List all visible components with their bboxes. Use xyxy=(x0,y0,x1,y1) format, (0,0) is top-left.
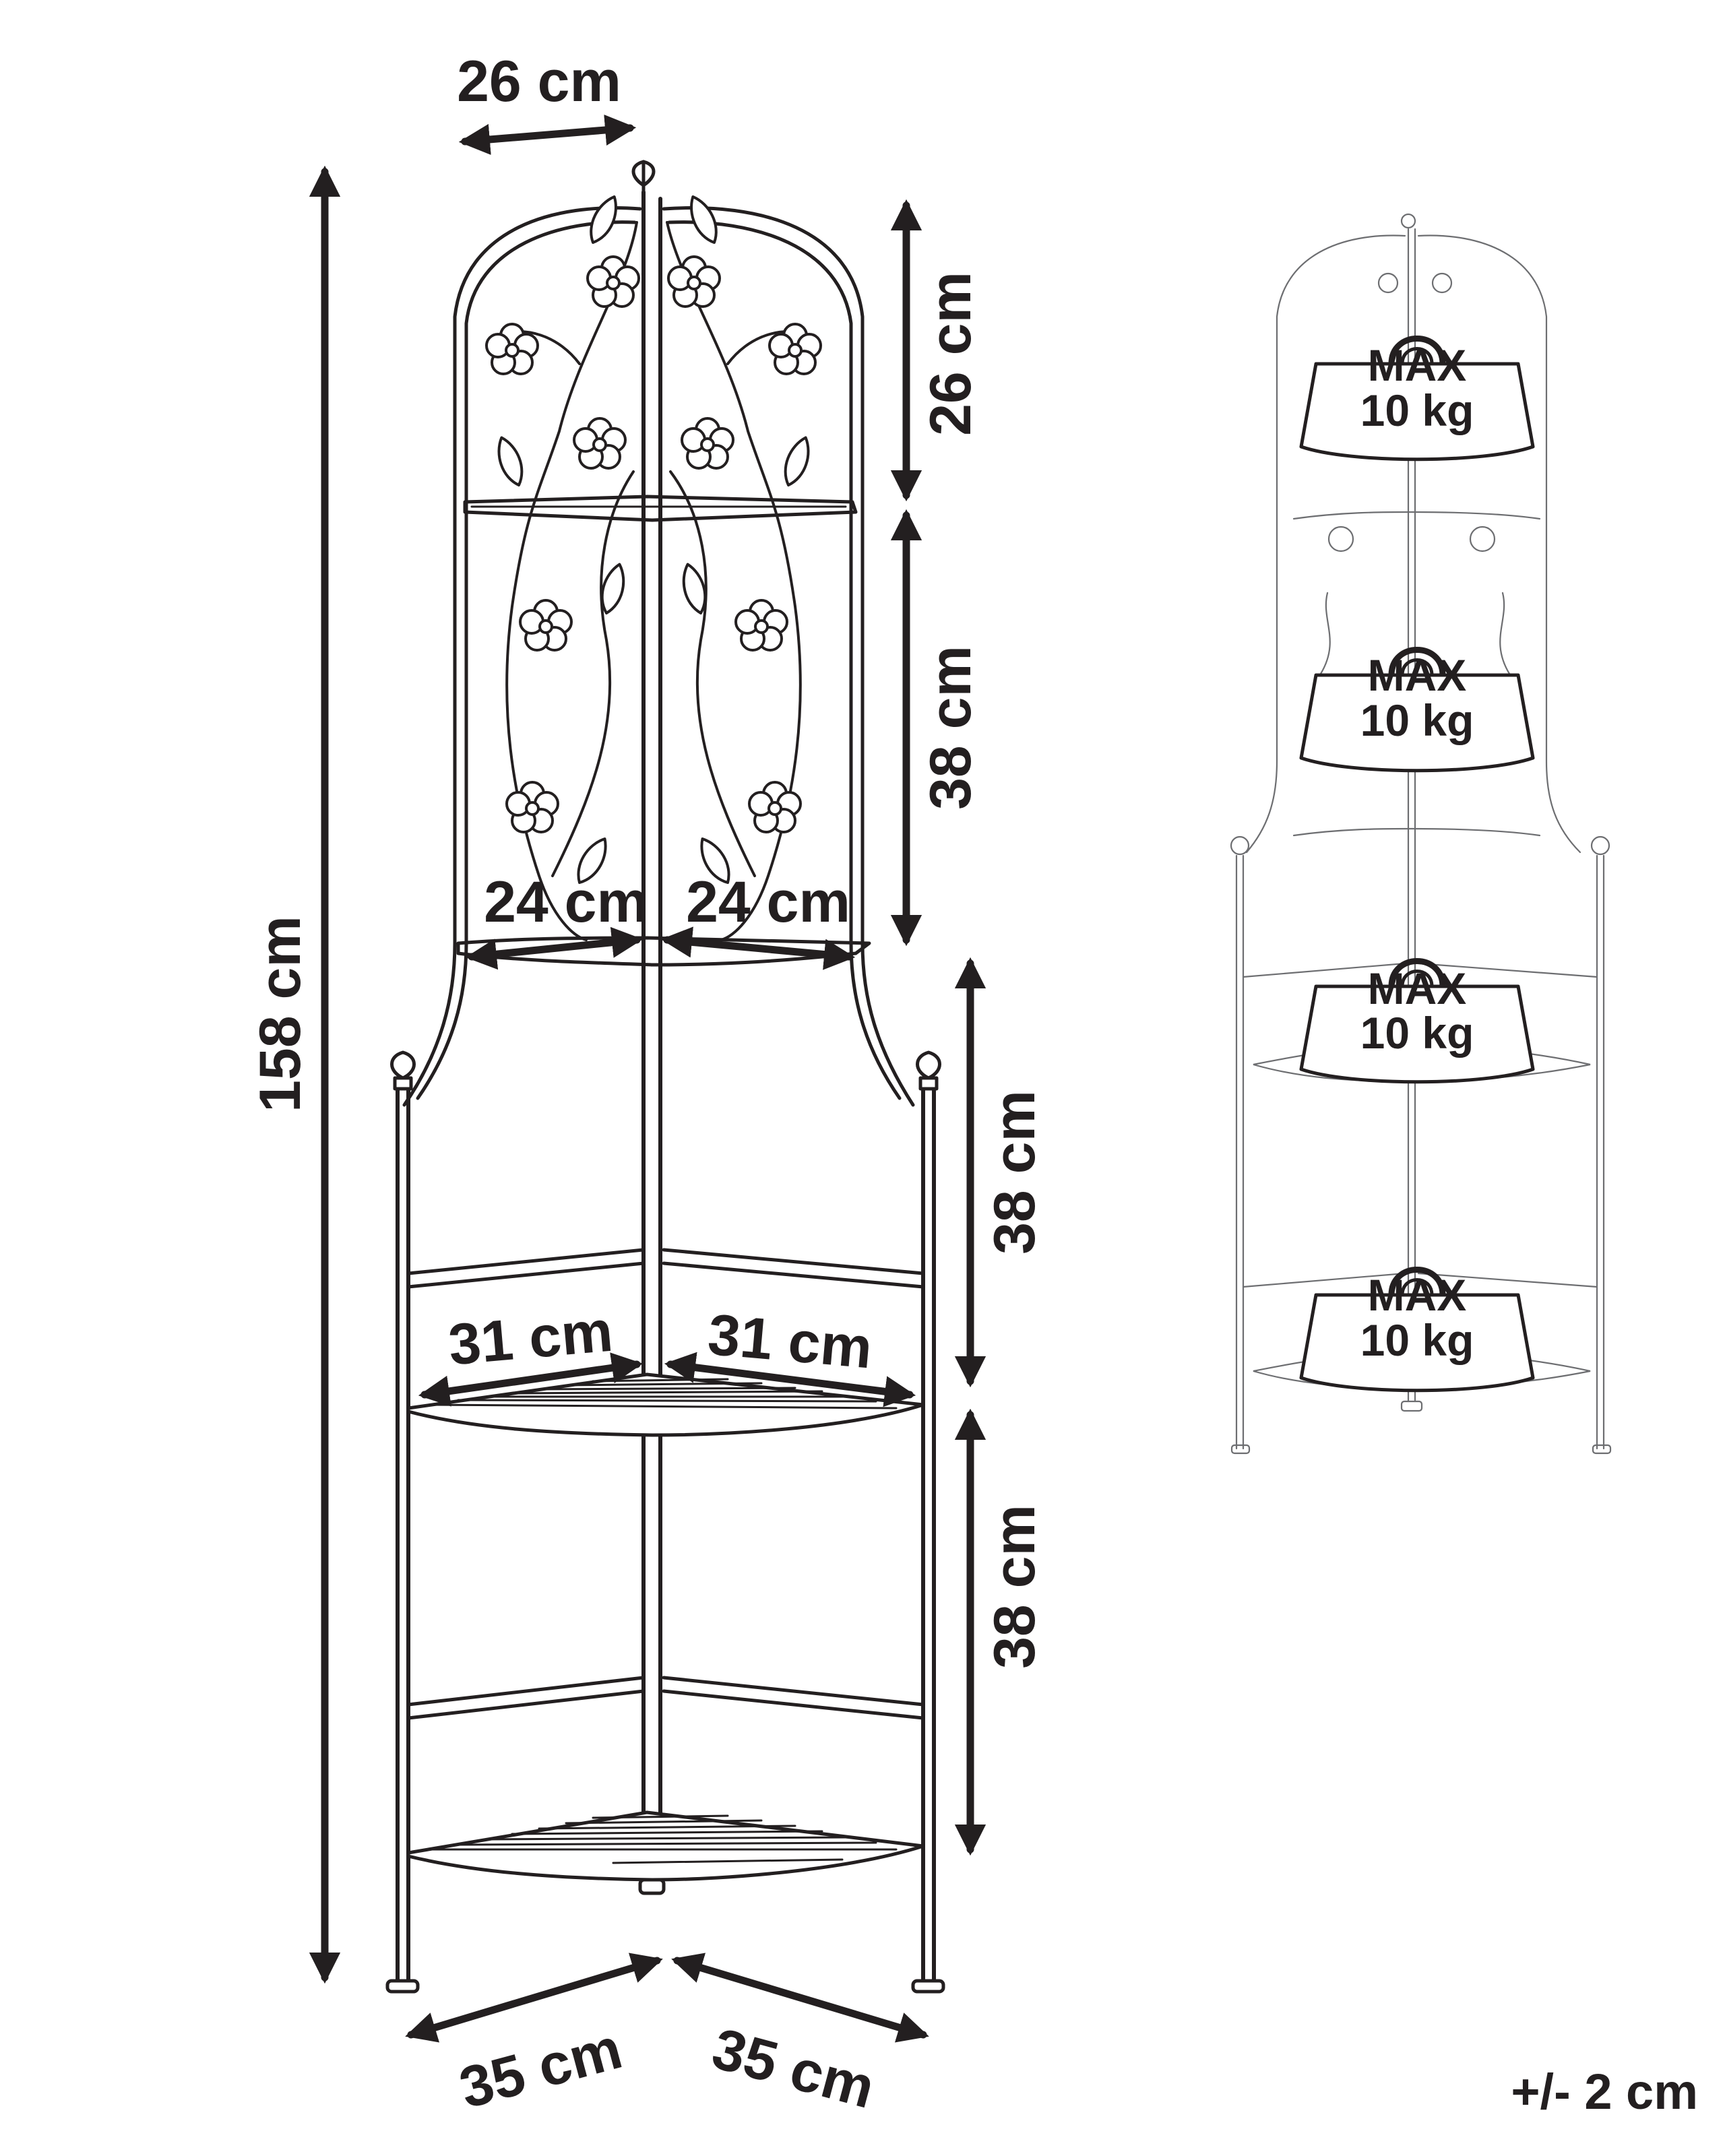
label-upper-gap: 38 cm xyxy=(918,645,983,810)
arrow-top-width xyxy=(458,114,637,156)
arrow-base-right xyxy=(671,1953,929,2043)
load-weight-3: 10 kg xyxy=(1360,1008,1474,1058)
load-max-3: MAX xyxy=(1368,963,1467,1013)
arrow-middle-shelf-left xyxy=(418,1352,644,1407)
label-middle-shelf-right: 31 cm xyxy=(705,1302,875,1381)
label-base-right: 35 cm xyxy=(705,2016,881,2121)
arrow-middle-shelf-right xyxy=(664,1352,916,1407)
dimension-arrows xyxy=(309,114,986,2043)
arrow-upper-shelf-left xyxy=(465,926,644,970)
load-weight-2: 10 kg xyxy=(1360,695,1474,745)
tolerance-note: +/- 2 cm xyxy=(1511,2064,1698,2120)
load-max-4: MAX xyxy=(1368,1270,1467,1320)
arrow-base-left xyxy=(405,1953,663,2043)
load-capacity-drawing: MAX 10 kg MAX 10 kg MAX 10 kg MAX 10 kg xyxy=(1230,213,1612,1455)
weight-icons xyxy=(1301,339,1533,1391)
label-lower-gap: 38 cm xyxy=(982,1504,1047,1669)
load-max-1: MAX xyxy=(1368,340,1467,390)
arrow-upper-shelf-right xyxy=(660,926,856,970)
load-weight-4: 10 kg xyxy=(1360,1315,1474,1365)
label-base-left: 35 cm xyxy=(453,2016,628,2121)
label-total-height: 158 cm xyxy=(248,916,313,1112)
label-arch-height: 26 cm xyxy=(918,272,983,436)
load-max-2: MAX xyxy=(1368,650,1467,700)
load-weight-1: 10 kg xyxy=(1360,385,1474,435)
label-upper-shelf-right: 24 cm xyxy=(686,870,850,934)
label-upper-shelf-left: 24 cm xyxy=(484,870,648,934)
floral-ornament xyxy=(485,191,822,941)
label-middle-shelf-left: 31 cm xyxy=(446,1299,615,1378)
main-shelf-drawing xyxy=(385,160,945,1994)
label-middle-gap: 38 cm xyxy=(982,1090,1047,1255)
load-labels: MAX 10 kg MAX 10 kg MAX 10 kg MAX 10 kg xyxy=(1360,340,1474,1365)
label-top-width: 26 cm xyxy=(457,49,621,114)
